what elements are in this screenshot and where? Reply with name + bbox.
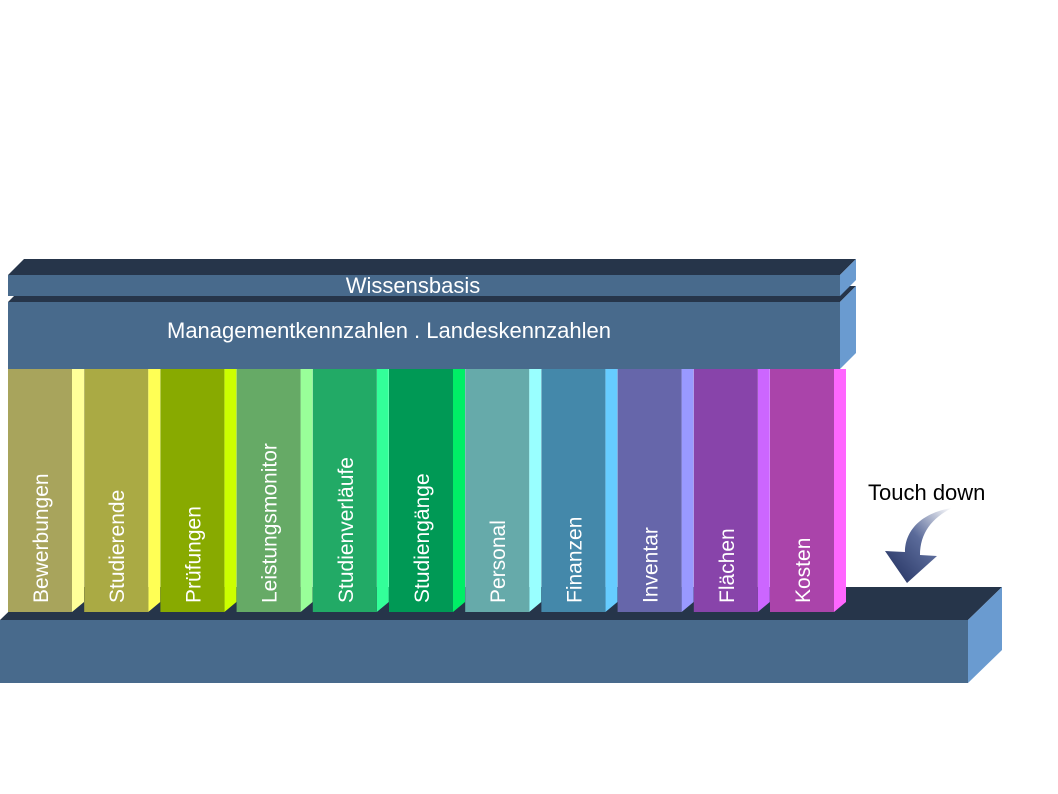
- pillar-4: Studienverläufe: [312, 369, 389, 612]
- pillar-10: Kosten: [770, 369, 846, 612]
- pillar-front: [236, 369, 301, 612]
- pillar-side: [453, 369, 465, 612]
- pillar-front: [770, 369, 834, 612]
- pillar-label: Finanzen: [563, 517, 586, 603]
- pillar-front: [541, 369, 606, 612]
- pillar-side: [529, 369, 542, 612]
- pillar-6: Personal: [465, 369, 542, 612]
- pillar-5: Studiengänge: [389, 369, 465, 612]
- pillar-2: Prüfungen: [160, 369, 237, 612]
- pillar-label: Inventar: [640, 527, 663, 603]
- pillar-side: [681, 369, 694, 612]
- pillar-front: [8, 369, 72, 612]
- pillar-label: Prüfungen: [182, 506, 205, 603]
- pillar-0: Bewerbungen: [8, 369, 84, 612]
- pillar-side: [376, 369, 389, 612]
- pillar-front: [389, 369, 453, 612]
- pillar-front: [84, 369, 149, 612]
- touch-down-arrow-icon: [885, 508, 952, 583]
- pillars-group: Bewerbungen Studierende Prüfungen Leistungs…: [8, 369, 846, 612]
- pillar-7: Finanzen: [541, 369, 618, 612]
- pillar-label: Leistungsmonitor: [259, 443, 282, 603]
- pillar-front: [465, 369, 530, 612]
- pillar-label: Flächen: [716, 528, 739, 603]
- pillar-9: Flächen: [693, 369, 770, 612]
- pillar-side: [834, 369, 846, 612]
- pillar-side: [72, 369, 84, 612]
- management-layer-front: [8, 302, 840, 369]
- wissensbasis-layer-side: [840, 259, 856, 296]
- pillar-front: [617, 369, 682, 612]
- touch-down-label: Touch down: [868, 480, 986, 505]
- pillar-label: Studiengänge: [411, 473, 434, 603]
- pillar-label: Personal: [487, 520, 510, 603]
- wissensbasis-label: Wissensbasis: [346, 273, 480, 298]
- pillar-label: Studienverläufe: [335, 457, 358, 603]
- management-layer-side: [840, 286, 856, 369]
- management-label: Managementkennzahlen . Landeskennzahlen: [167, 318, 611, 343]
- base-slab-front: [0, 620, 968, 683]
- pillar-1: Studierende: [84, 369, 161, 612]
- pillar-side: [605, 369, 618, 612]
- pillar-side: [224, 369, 237, 612]
- pillar-label: Kosten: [792, 538, 815, 603]
- pillar-front: [693, 369, 758, 612]
- pillar-side: [757, 369, 770, 612]
- wissensbasis-layer: Wissensbasis: [8, 259, 856, 298]
- wissensbasis-layer-top: [8, 259, 856, 275]
- management-layer: Managementkennzahlen . Landeskennzahlen: [8, 286, 856, 369]
- pillar-side: [148, 369, 161, 612]
- pillar-side: [300, 369, 313, 612]
- pillar-8: Inventar: [617, 369, 694, 612]
- pillar-label: Studierende: [106, 490, 129, 603]
- base-slab-side: [968, 587, 1002, 683]
- pillar-label: Bewerbungen: [30, 473, 53, 603]
- wissensbasis-layer-front: [8, 275, 840, 296]
- pillar-3: Leistungsmonitor: [236, 369, 313, 612]
- pillar-front: [160, 369, 225, 612]
- pillar-front: [312, 369, 377, 612]
